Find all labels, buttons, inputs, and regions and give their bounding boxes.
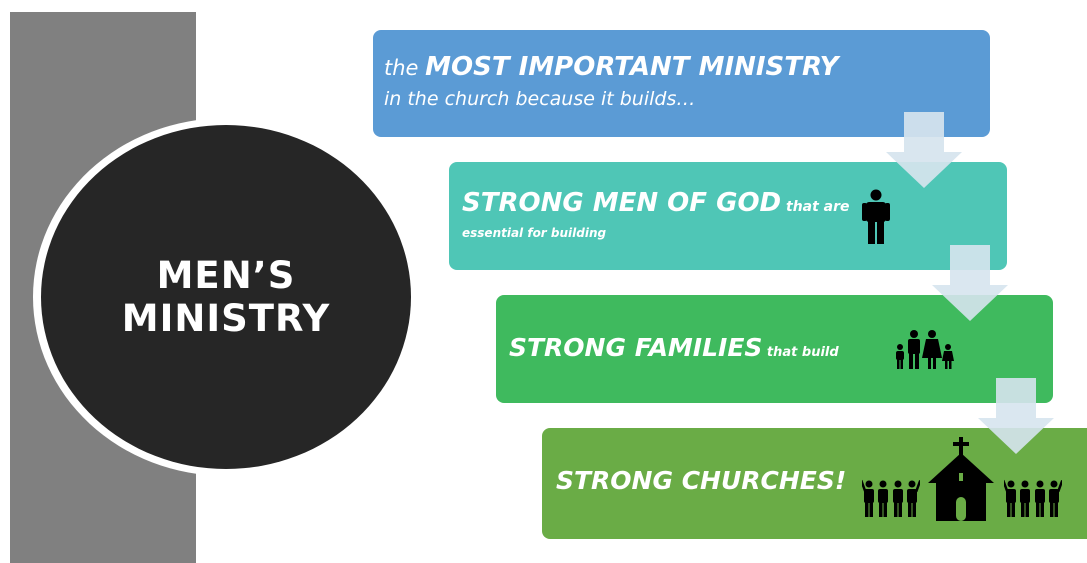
down-arrow-2 [932,245,1008,321]
step-3-heading: STRONG FAMILIES that build [509,333,839,362]
family-icon [896,330,954,369]
man-icon [862,189,890,244]
step-box-3 [496,295,1053,403]
step-box-1 [373,30,990,137]
down-arrow-1 [886,112,962,188]
step-1-heading: the MOST IMPORTANT MINISTRY [384,52,839,82]
step-4-heading: STRONG CHURCHES! [556,466,847,495]
down-arrow-3 [978,378,1054,454]
step-1-subtext: in the church because it builds… [384,88,696,110]
title-line-2: MINISTRY [121,297,331,340]
step-box-4 [542,428,1087,539]
church-icon [928,437,994,521]
step-2-heading: STRONG MEN OF GOD that are [462,188,850,218]
step-2-subtext: essential for building [462,226,607,240]
title-line-1: MEN’S [156,254,296,297]
step-box-2 [449,162,1007,270]
title-circle: MEN’S MINISTRY [41,125,411,469]
congregation-icon [1004,479,1062,517]
congregation-icon [862,479,920,517]
